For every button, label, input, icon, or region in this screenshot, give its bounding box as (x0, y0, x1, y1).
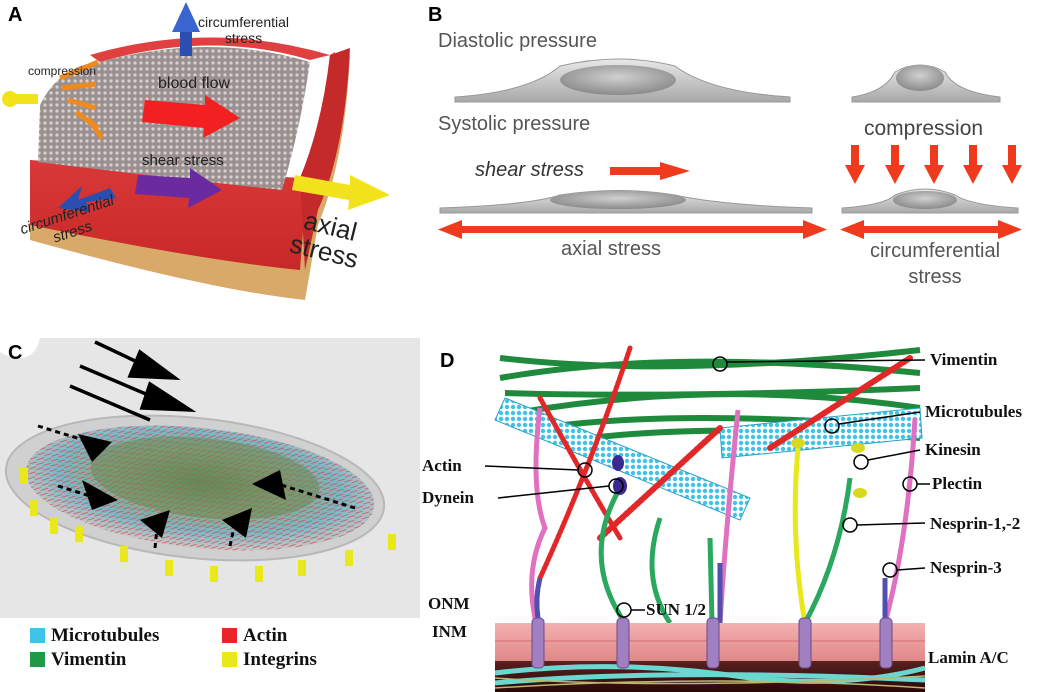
shear-stress-arrow (135, 168, 222, 208)
label-compression-b: compression (864, 117, 984, 140)
flow-arrows (69, 340, 197, 422)
label-shear-stress: shear stress (142, 152, 224, 169)
label-microtubules: Microtubules (925, 402, 1022, 421)
label-inm: INM (432, 622, 467, 641)
label-blood-flow: blood flow (158, 75, 231, 92)
axial-stress-arrow-left (2, 91, 38, 107)
shear-stress-arrow-b (610, 162, 690, 180)
legend-swatch-vimentin (30, 652, 45, 667)
cell-diastolic-round (851, 64, 1001, 103)
label-dynein: Dynein (422, 488, 474, 507)
actin-filaments (537, 345, 913, 581)
sun-proteins (531, 617, 893, 669)
label-onm: ONM (428, 594, 470, 613)
axial-stress-double-arrow (438, 220, 827, 239)
panel-a: A (0, 0, 420, 320)
vessel-diagram (2, 2, 390, 300)
legend-item-microtubules: Microtubules (30, 625, 159, 647)
vessel-wall-top (90, 37, 330, 62)
panel-d: D (420, 338, 1052, 692)
legend-swatch-actin (222, 628, 237, 643)
label-axial-stress-b: axial stress (561, 238, 662, 260)
label-circumferential-top: circumferential stress (198, 14, 290, 46)
cell-diastolic-long (454, 58, 791, 103)
label-shear-stress-b: shear stress (475, 159, 584, 181)
nucleus (90, 436, 320, 520)
nesprin-chains (529, 407, 918, 625)
label-kinesin: Kinesin (925, 440, 981, 459)
dynein-motor (612, 455, 627, 495)
compression-arrows (59, 59, 105, 140)
cell-cytoskeleton-render (0, 338, 420, 618)
integrins (20, 468, 396, 582)
kinesin-motor (791, 438, 867, 498)
label-circumferential-stress-b: circumferential stress (869, 240, 1001, 288)
legend-swatch-microtubules (30, 628, 45, 643)
label-diastolic-pressure: Diastolic pressure (438, 30, 597, 52)
force-arrowheads (78, 434, 286, 538)
circumferential-stress-double-arrow (840, 220, 1022, 239)
label-actin: Actin (422, 456, 462, 475)
panel-b-letter: B (428, 4, 443, 26)
label-sun: SUN 1/2 (646, 600, 706, 619)
legend-swatch-integrins (222, 652, 237, 667)
label-lamin: Lamin A/C (928, 648, 1009, 667)
panel-c-letter: C (8, 342, 23, 364)
compression-arrows-b (845, 145, 1022, 184)
legend-item-vimentin: Vimentin (30, 649, 126, 671)
axial-stress-arrow-right (292, 175, 390, 210)
legend-item-actin: Actin (222, 625, 287, 647)
cell-pressure-diagram (438, 58, 1022, 239)
blood-flow-arrow (142, 95, 240, 138)
panel-b: B (420, 0, 1052, 320)
panel-c: C Microtubules Actin Vimentin Integrins (0, 338, 420, 692)
label-compression: compression (28, 64, 97, 78)
label-nesprin-3: Nesprin-3 (930, 558, 1002, 577)
label-plectin: Plectin (932, 474, 983, 493)
label-nesprin-1-2: Nesprin-1,-2 (930, 514, 1021, 533)
callout-lines (484, 356, 930, 618)
cell-systolic-round (841, 188, 1019, 214)
linc-complex-diagram (484, 345, 930, 692)
cell-systolic-long (439, 190, 813, 214)
label-systolic-pressure: Systolic pressure (438, 113, 591, 135)
panel-a-letter: A (8, 4, 23, 26)
circumferential-stress-arrow-top (172, 2, 200, 56)
circumferential-stress-arrow-bottom (58, 186, 116, 212)
label-vimentin: Vimentin (930, 350, 998, 369)
panel-d-letter: D (440, 350, 455, 372)
vessel-wall-front (30, 52, 335, 270)
vessel-wall-right (300, 48, 350, 270)
legend-item-integrins: Integrins (222, 649, 317, 671)
